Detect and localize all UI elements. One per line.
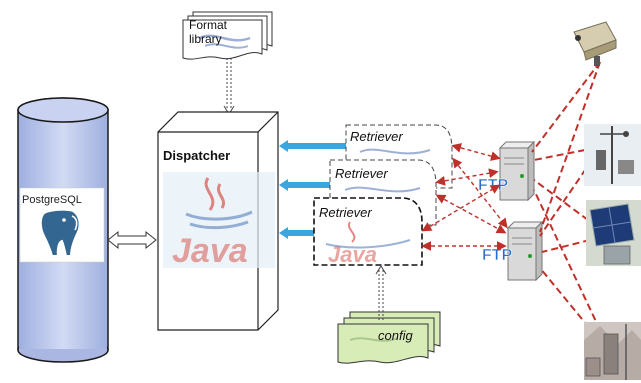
dispatcher-box: Dispatcher Java xyxy=(157,111,279,331)
db-dispatcher-arrow xyxy=(107,230,157,250)
ftp-retriever-links xyxy=(421,143,508,251)
config-label: config xyxy=(378,328,413,343)
ftp-1-label: FTP xyxy=(478,177,509,194)
java-logo-text: Java xyxy=(172,232,248,270)
retriever-3-label: Retriever xyxy=(319,205,372,220)
camera-icon xyxy=(573,21,617,66)
elephant-icon xyxy=(39,208,81,257)
retriever-3-java-logo: Java xyxy=(328,242,377,267)
retriever-1-label: Retriever xyxy=(350,129,403,144)
retriever-to-dispatcher-arrows xyxy=(279,140,348,239)
format-library-stack xyxy=(182,11,273,60)
solar-panel-station-icon xyxy=(586,200,641,266)
config-link xyxy=(375,265,387,322)
station-ftp-links xyxy=(531,61,601,337)
ftp-server-1: FTP xyxy=(478,140,536,202)
snowy-station-icon xyxy=(584,322,641,380)
retriever-3: Retriever Java xyxy=(313,197,423,267)
weather-mast-icon xyxy=(584,124,641,186)
ftp-server-2: FTP xyxy=(482,220,544,282)
format-library-label: Format library xyxy=(189,18,228,46)
format-library-link xyxy=(223,58,235,115)
dispatcher-label: Dispatcher xyxy=(163,148,230,163)
config-stack: config xyxy=(337,311,441,364)
java-logo-dispatcher: Java xyxy=(163,172,275,270)
ftp-2-label: FTP xyxy=(482,247,513,264)
retriever-2-label: Retriever xyxy=(335,166,388,181)
postgresql-database: PostgreSQL xyxy=(17,97,109,363)
postgresql-label: PostgreSQL xyxy=(22,194,82,206)
